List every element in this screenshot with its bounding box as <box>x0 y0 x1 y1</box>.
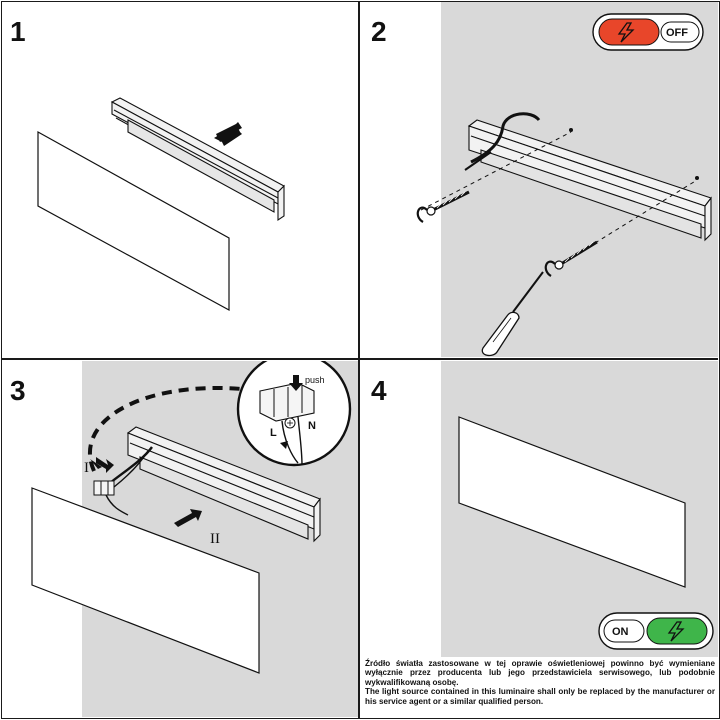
lightning-icon <box>617 22 635 43</box>
mounting-rail <box>467 119 712 242</box>
terminal-block <box>93 480 129 516</box>
step-3-number: 3 <box>10 375 26 406</box>
step-2-number: 2 <box>371 16 387 47</box>
installed-light-panel <box>458 416 686 588</box>
screw-lower <box>544 240 598 277</box>
step-1-illustration <box>37 97 285 312</box>
vertical-divider <box>358 2 360 718</box>
power-cable <box>470 112 541 164</box>
zoom-connector <box>87 386 243 472</box>
light-panel <box>31 487 260 674</box>
terminal-block-zoom: push L N <box>236 361 352 467</box>
push-label: push <box>305 375 325 385</box>
step-2-illustration: OFF <box>416 13 712 357</box>
step-3-illustration: push L N <box>31 361 352 674</box>
marker-i: I <box>84 460 89 476</box>
arrow-step-ii <box>174 509 202 527</box>
power-on-switch: ON <box>598 612 714 650</box>
terminal-n-label: N <box>308 420 316 432</box>
arrow-step-i <box>96 457 114 473</box>
power-off-switch: OFF <box>592 13 704 51</box>
step-2-panel: 2 OFF <box>361 2 718 357</box>
step-1-number: 1 <box>10 16 26 47</box>
push-arrow-icon <box>289 375 303 391</box>
horizontal-divider <box>2 358 718 360</box>
step-3-panel: 3 push L N <box>2 361 358 717</box>
marker-ii: II <box>210 531 220 547</box>
step-1-panel: 1 <box>2 2 358 357</box>
on-label: ON <box>612 626 629 638</box>
step-4-panel: 4 ON <box>361 361 718 717</box>
notice-polish: Źródło światła zastosowane w tej oprawie… <box>365 659 715 687</box>
lightning-icon <box>667 621 685 642</box>
step-4-number: 4 <box>371 375 387 406</box>
mounting-rail <box>110 97 285 222</box>
screwdriver-icon <box>481 271 544 357</box>
light-panel <box>37 130 230 312</box>
mounting-rail <box>126 426 321 543</box>
terminal-l-label: L <box>270 427 277 439</box>
notice-english: The light source contained in this lumin… <box>365 687 715 706</box>
screw-upper <box>416 190 470 223</box>
off-label: OFF <box>666 27 688 39</box>
safety-notice: Źródło światła zastosowane w tej oprawie… <box>365 659 715 706</box>
step-4-illustration: ON <box>458 416 714 650</box>
